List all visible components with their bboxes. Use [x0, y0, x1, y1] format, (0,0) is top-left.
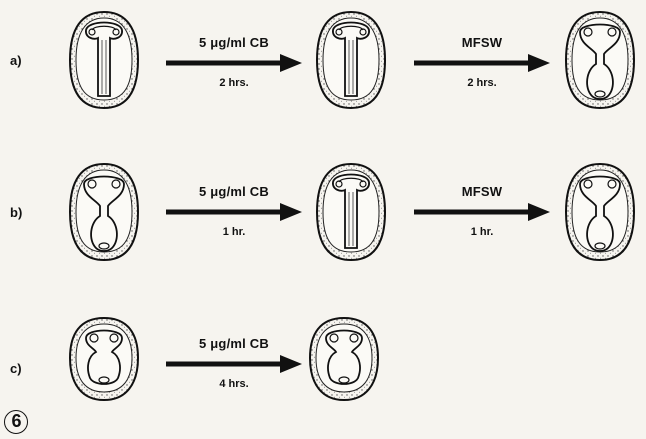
figure-number-text: 6 — [4, 411, 29, 432]
embryo-drawing — [562, 8, 638, 112]
arrow-bottom-label: 4 hrs. — [166, 378, 302, 390]
arrow-icon — [414, 53, 550, 73]
figure-number: 6 — [4, 410, 30, 436]
embryo-drawing — [66, 8, 142, 112]
treatment-arrow: 5 μg/ml CB 2 hrs. — [166, 35, 302, 95]
row-label-c: c) — [10, 361, 22, 376]
row-label-a: a) — [10, 53, 22, 68]
embryo-drawing — [313, 160, 389, 264]
arrow-top-label: 5 μg/ml CB — [166, 35, 302, 50]
embryo-drawing — [313, 8, 389, 112]
treatment-arrow: MFSW 1 hr. — [414, 184, 550, 244]
arrow-bottom-label: 2 hrs. — [414, 77, 550, 89]
arrow-top-label: MFSW — [414, 35, 550, 50]
embryo-drawing — [66, 160, 142, 264]
treatment-arrow: 5 μg/ml CB 4 hrs. — [166, 336, 302, 396]
embryo-drawing — [562, 160, 638, 264]
row-label-b: b) — [10, 205, 22, 220]
arrow-icon — [166, 53, 302, 73]
arrow-bottom-label: 2 hrs. — [166, 77, 302, 89]
arrow-top-label: MFSW — [414, 184, 550, 199]
arrow-icon — [414, 202, 550, 222]
arrow-top-label: 5 μg/ml CB — [166, 184, 302, 199]
arrow-bottom-label: 1 hr. — [414, 226, 550, 238]
treatment-arrow: MFSW 2 hrs. — [414, 35, 550, 95]
embryo-drawing — [66, 304, 142, 408]
arrow-icon — [166, 354, 302, 374]
treatment-arrow: 5 μg/ml CB 1 hr. — [166, 184, 302, 244]
arrow-icon — [166, 202, 302, 222]
embryo-drawing — [306, 304, 382, 408]
arrow-top-label: 5 μg/ml CB — [166, 336, 302, 351]
arrow-bottom-label: 1 hr. — [166, 226, 302, 238]
